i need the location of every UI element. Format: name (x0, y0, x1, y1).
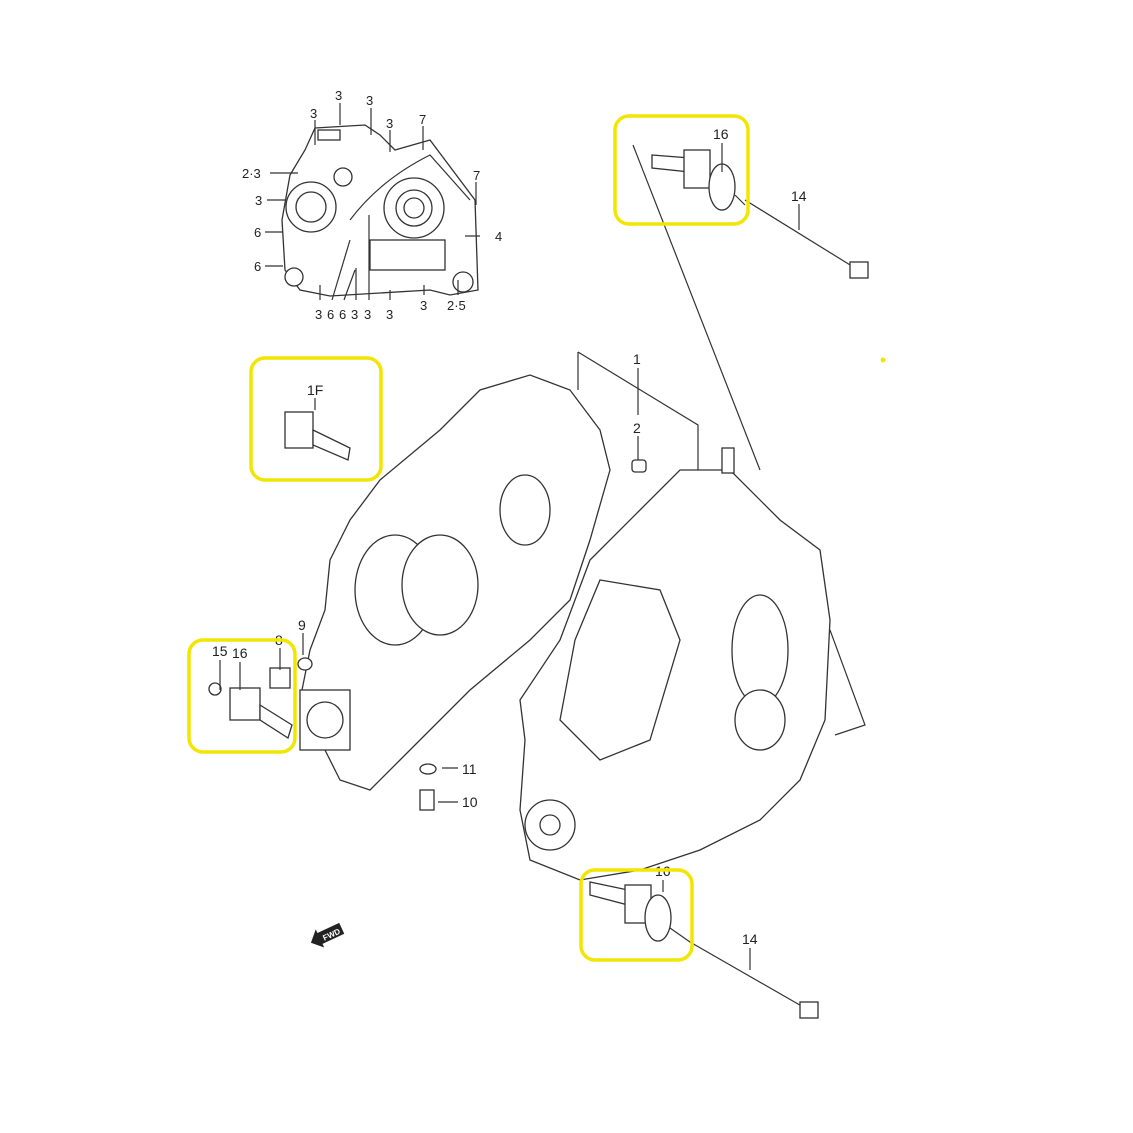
highlight-box-top (613, 114, 750, 226)
callout-labels: 1 2 16 14 1F 8 9 15 16 11 10 16 14 (212, 126, 807, 947)
inset-label: 2·5 (447, 298, 466, 313)
inset-label: 6 (327, 307, 334, 322)
inset-label: 6 (254, 259, 261, 274)
inset-label: 3 (315, 307, 322, 322)
callout-10: 10 (462, 794, 478, 810)
inset-label: 7 (473, 168, 480, 183)
callout-14-bottom: 14 (742, 931, 758, 947)
highlight-box-left (187, 638, 297, 754)
callout-1f: 1F (307, 382, 323, 398)
highlight-box-1f (249, 356, 383, 482)
callout-16-left: 16 (232, 645, 248, 661)
callout-11: 11 (462, 761, 477, 777)
right-crankcase-half (519, 447, 831, 881)
drain-bolt (419, 763, 437, 811)
fwd-label: FWD (321, 927, 342, 943)
highlight-dot (880, 357, 886, 363)
stud-bolt-bottom (589, 881, 819, 1019)
inset-label: 3 (386, 307, 393, 322)
callout-2: 2 (633, 420, 641, 436)
inset-label: 6 (254, 225, 261, 240)
inset-label: 3 (310, 106, 317, 121)
inset-label: 6 (339, 307, 346, 322)
inset-crankcase-drawing (281, 124, 479, 297)
inset-label: 3 (420, 298, 427, 313)
stud-bolt-top (651, 149, 869, 279)
inset-labels: 3 3 3 3 7 2·3 3 7 6 4 6 3 6 6 3 3 3 3 2·… (242, 88, 502, 322)
inset-label: 4 (495, 229, 502, 244)
stud-bolt-1f (284, 411, 351, 461)
highlight-boxes (187, 114, 886, 962)
callout-15: 15 (212, 643, 228, 659)
inset-label: 2·3 (242, 166, 261, 181)
callout-9: 9 (298, 617, 306, 633)
inset-label: 7 (419, 112, 426, 127)
inset-label: 3 (364, 307, 371, 322)
dowel-pin (631, 459, 647, 473)
inset-callout-lines (265, 103, 480, 301)
inset-label: 3 (255, 193, 262, 208)
callout-14-top: 14 (791, 188, 807, 204)
callout-16-top: 16 (713, 126, 729, 142)
inset-label: 3 (351, 307, 358, 322)
fwd-arrow-icon: FWD (310, 922, 345, 948)
callout-lines (219, 143, 800, 970)
left-crankcase-half (299, 374, 611, 791)
callout-1: 1 (633, 351, 641, 367)
inset-label: 3 (335, 88, 342, 103)
assembly-guide-lines (577, 144, 866, 736)
inset-label: 3 (366, 93, 373, 108)
stud-bolt-left (208, 657, 313, 740)
inset-label: 3 (386, 116, 393, 131)
highlight-box-bottom (579, 868, 694, 962)
